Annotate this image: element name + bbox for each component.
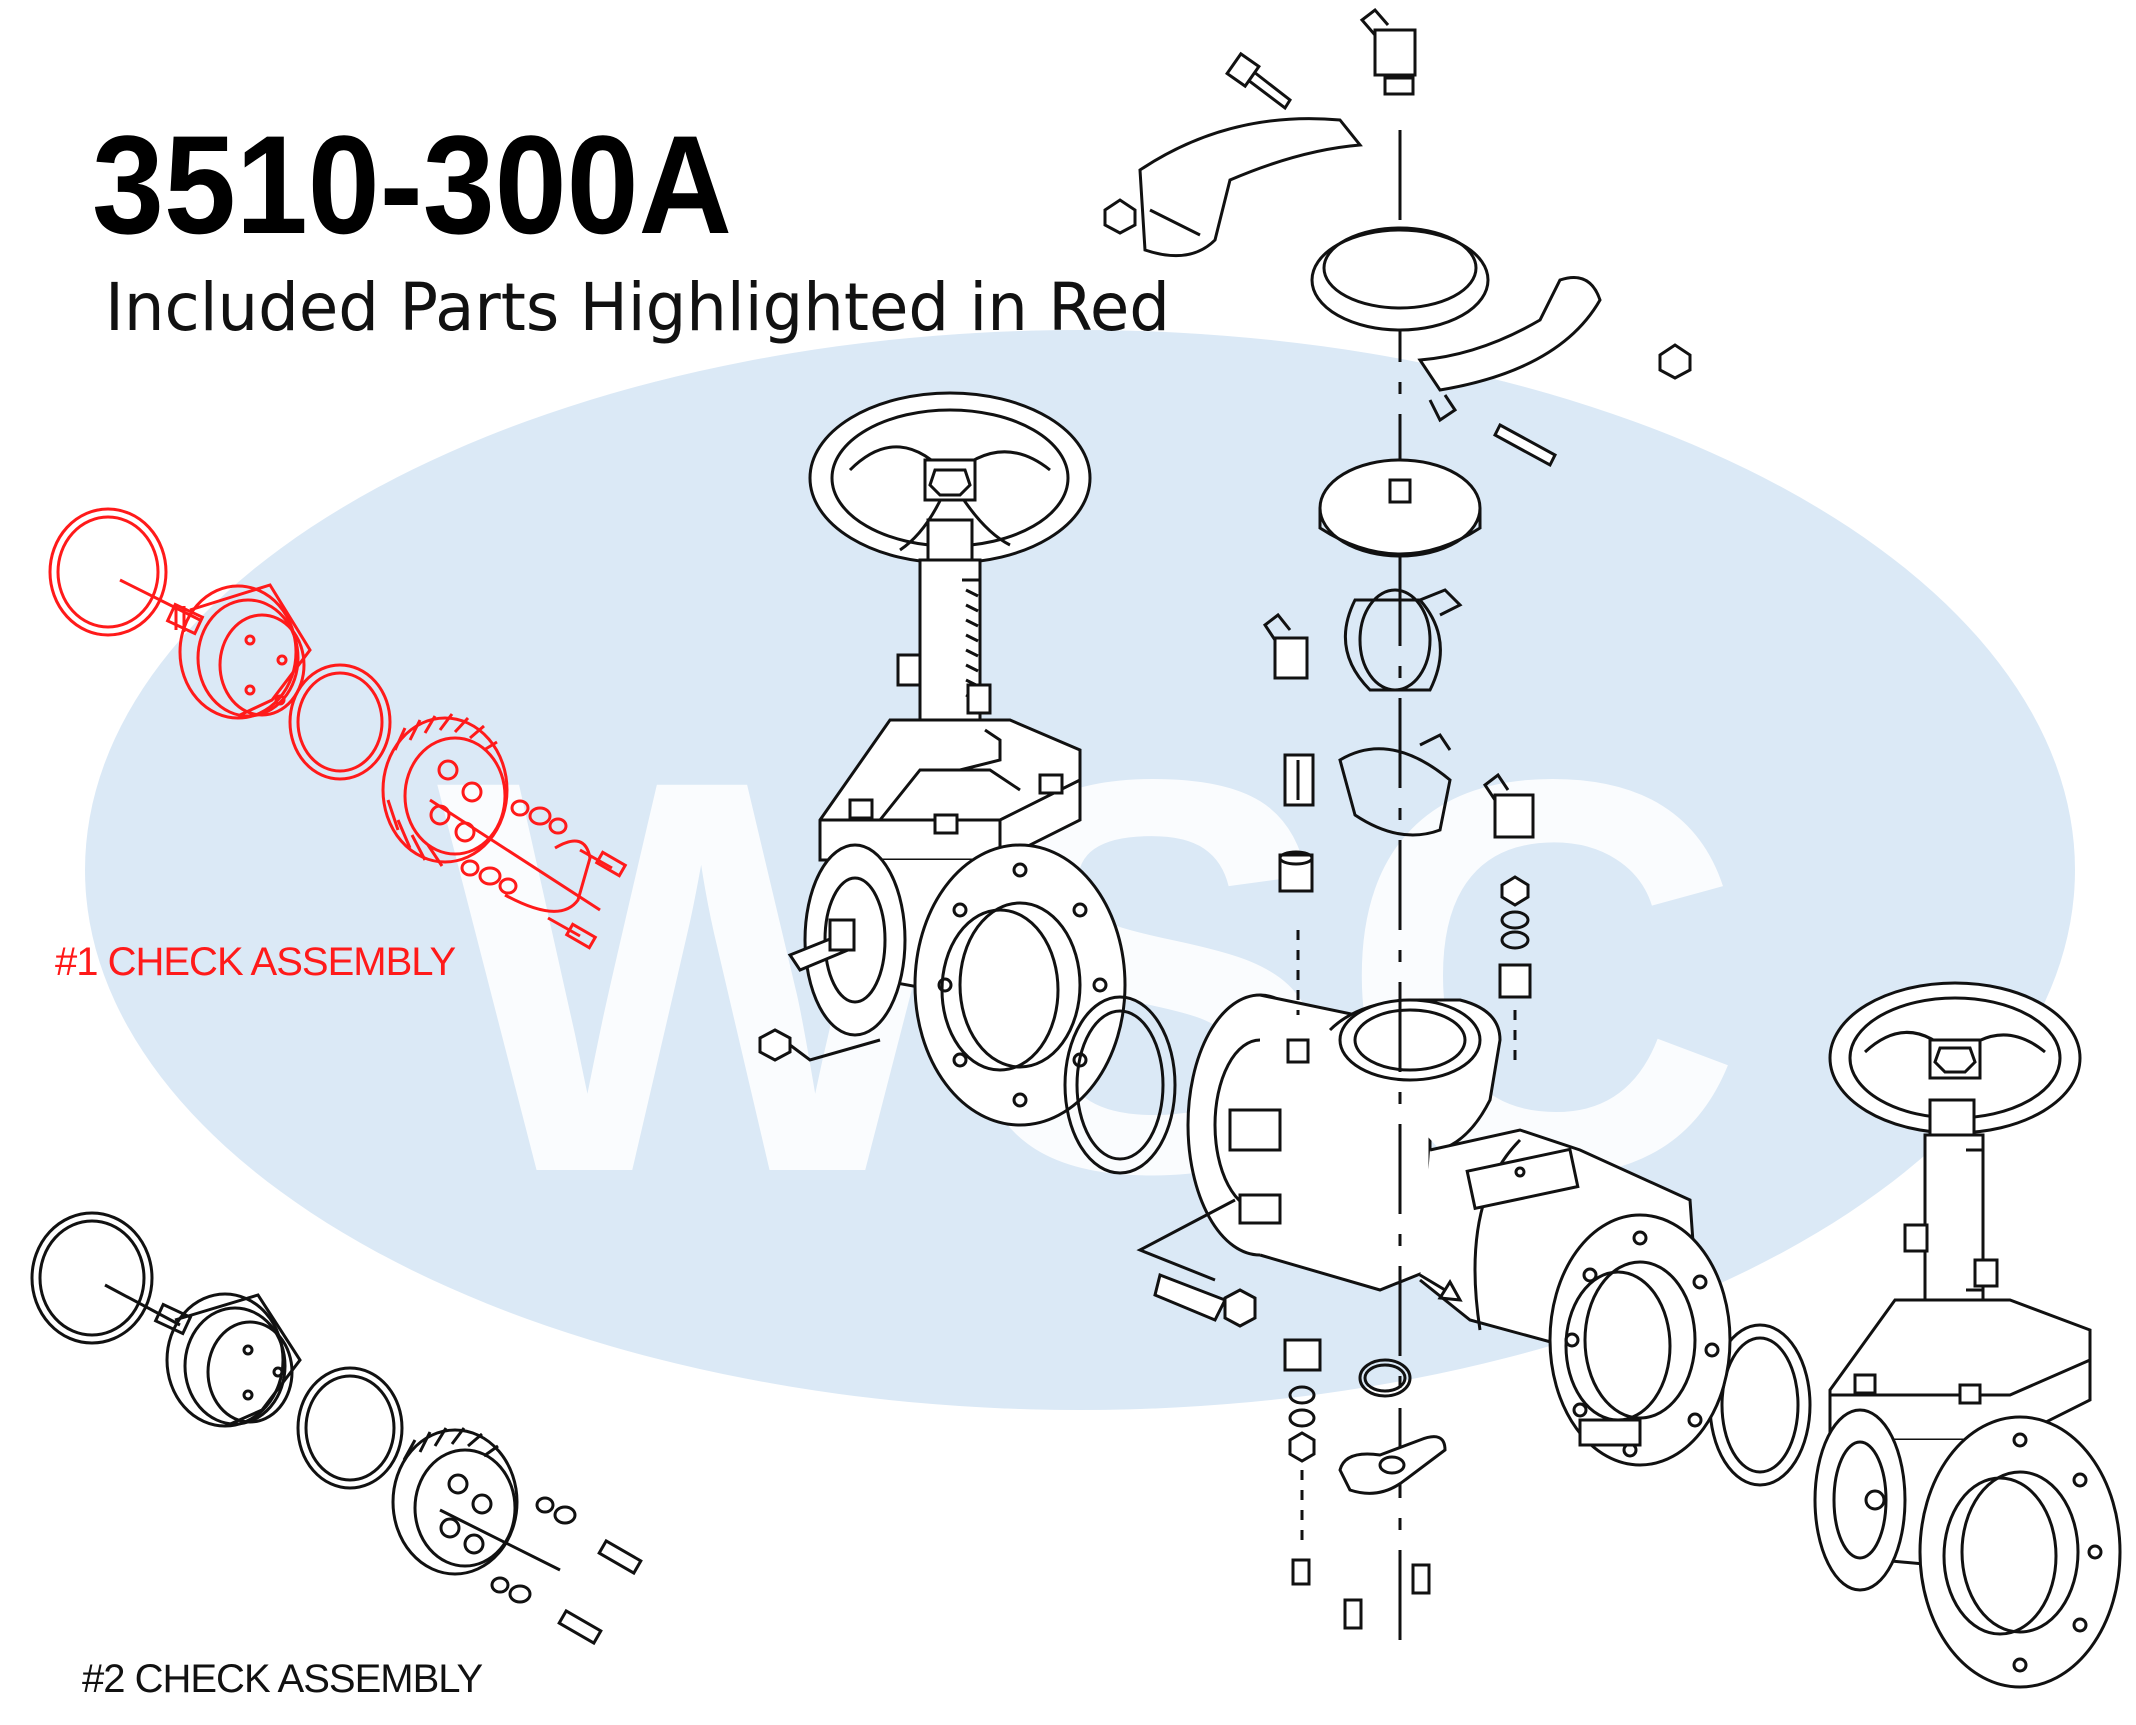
check1-label: #1 CHECK ASSEMBLY [55, 940, 456, 984]
cover-clamp-ring [1310, 228, 1490, 332]
check2-label: #2 CHECK ASSEMBLY [82, 1657, 483, 1701]
cover-assembly [1103, 7, 1692, 1640]
check-assembly-1 [48, 507, 628, 950]
page-title: 3510-300A [92, 106, 732, 263]
page-subtitle: Included Parts Highlighted in Red [105, 269, 1170, 346]
check1-oring [48, 507, 168, 637]
check1-cover [178, 583, 312, 720]
check1-small-parts [460, 799, 628, 950]
check-assembly-2 [30, 1211, 643, 1646]
left-gasket [1063, 995, 1177, 1175]
left-gate-valve [758, 391, 1127, 1127]
check1-seat-ring [288, 663, 392, 781]
check1-disc-holder [381, 713, 509, 867]
right-gate-valve [1813, 981, 2122, 1689]
right-flange [1918, 1415, 2122, 1689]
body-top-port [1338, 998, 1482, 1082]
